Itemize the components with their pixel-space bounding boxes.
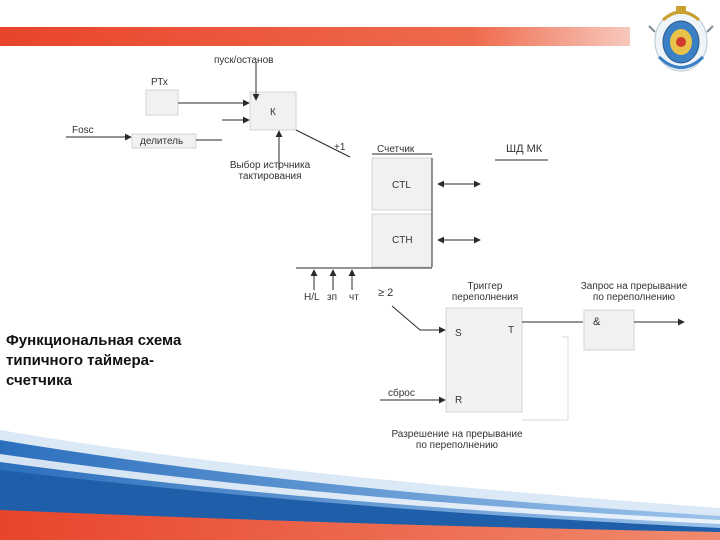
label-r: R (455, 395, 463, 406)
label-interrupt-enable-line1: Разрешение на прерывание (391, 429, 523, 440)
slide-title-line1: Функциональная схема (6, 332, 182, 349)
label-counter: Счетчик (377, 144, 415, 155)
label-reset: сброс (388, 388, 415, 399)
label-and-gate: & (593, 316, 601, 328)
label-divider: делитель (140, 136, 184, 147)
label-wr: зп (327, 292, 337, 303)
footer-wave (0, 430, 720, 540)
label-rd: чт (349, 292, 359, 303)
label-source-select-line2: тактирования (238, 171, 302, 182)
label-interrupt-request: Запрос на прерывание по переполнению (560, 281, 708, 303)
label-interrupt-request-line2: по переполнению (592, 292, 676, 303)
label-trigger-line1: Триггер (467, 281, 503, 292)
label-bus: ШД МК (506, 143, 543, 155)
label-k: К (270, 107, 276, 118)
label-interrupt-enable: Разрешение на прерывание по переполнению (372, 429, 542, 451)
label-threshold: ≥ 2 (378, 287, 394, 299)
label-cth: CTH (392, 235, 413, 246)
label-ctl: CTL (392, 180, 411, 191)
block-trigger (445, 307, 523, 413)
label-trigger: Триггер переполнения (436, 281, 534, 303)
slide-title: Функциональная схема типичного таймера- … (6, 331, 256, 391)
block-cth (371, 213, 433, 268)
label-source-select-line1: Выбор источника (229, 160, 311, 171)
label-plus-one: +1 (334, 142, 346, 153)
label-source-select: Выбор источника тактирования (222, 160, 318, 182)
label-rtx: РТх (151, 77, 168, 88)
block-rtx (145, 89, 179, 116)
slide-title-line2: типичного таймера- (6, 352, 155, 369)
header-bar (0, 27, 630, 46)
label-hl: H/L (304, 292, 320, 303)
label-trigger-line2: переполнения (451, 292, 519, 303)
label-interrupt-request-line1: Запрос на прерывание (580, 281, 688, 292)
label-start-stop: пуск/останов (214, 55, 274, 66)
block-ctl (371, 157, 433, 211)
slide-title-line3: счетчика (6, 372, 72, 389)
crest-emblem-icon (648, 6, 714, 72)
label-t: T (508, 325, 515, 336)
label-interrupt-enable-line2: по переполнению (415, 440, 499, 451)
block-divider (131, 133, 197, 149)
label-fosc: Fosc (72, 125, 94, 136)
label-s: S (455, 328, 462, 339)
block-and (583, 309, 635, 351)
